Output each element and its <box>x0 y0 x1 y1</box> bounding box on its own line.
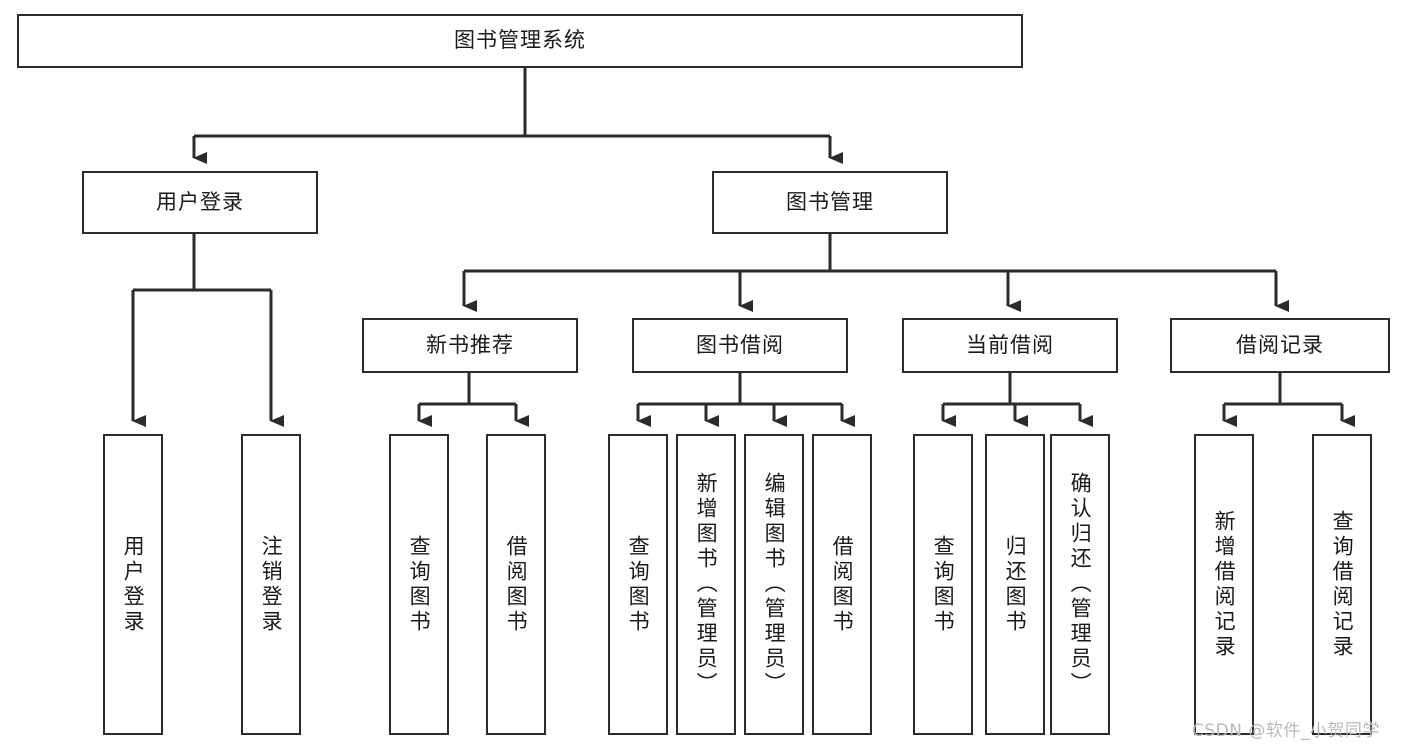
leaf-label: 查询图书 <box>407 534 432 635</box>
node-book-management[interactable]: 图书管理 <box>712 171 948 234</box>
leaf-label: 新增借阅记录 <box>1212 509 1237 660</box>
leaf-label: 新增图书（管理员） <box>694 472 719 697</box>
leaf-label: 借阅图书 <box>830 534 855 635</box>
leaf-label: 注销登录 <box>259 534 284 635</box>
node-root-system[interactable]: 图书管理系统 <box>17 14 1023 68</box>
node-current-borrow[interactable]: 当前借阅 <box>902 318 1118 373</box>
leaf-label: 查询图书 <box>931 534 956 635</box>
leaf-label: 确认归还（管理员） <box>1068 472 1093 697</box>
node-book-borrow[interactable]: 图书借阅 <box>632 318 848 373</box>
leaf-user-login[interactable]: 用户登录 <box>103 434 163 735</box>
leaf-query-book-3[interactable]: 查询图书 <box>913 434 973 735</box>
leaf-borrow-book-1[interactable]: 借阅图书 <box>486 434 546 735</box>
leaf-label: 查询借阅记录 <box>1330 509 1355 660</box>
node-new-book-recommend[interactable]: 新书推荐 <box>362 318 578 373</box>
csdn-watermark: CSDN @软件_小贺同学 <box>1192 721 1380 741</box>
leaf-label: 查询图书 <box>626 534 651 635</box>
leaf-borrow-book-2[interactable]: 借阅图书 <box>812 434 872 735</box>
leaf-user-logout[interactable]: 注销登录 <box>241 434 301 735</box>
leaf-label: 归还图书 <box>1003 534 1028 635</box>
node-user-login[interactable]: 用户登录 <box>82 171 318 234</box>
leaf-query-book-1[interactable]: 查询图书 <box>389 434 449 735</box>
leaf-query-record[interactable]: 查询借阅记录 <box>1312 434 1372 735</box>
leaf-label: 用户登录 <box>121 534 146 635</box>
leaf-add-record[interactable]: 新增借阅记录 <box>1194 434 1254 735</box>
leaf-label: 借阅图书 <box>504 534 529 635</box>
node-borrow-record[interactable]: 借阅记录 <box>1170 318 1390 373</box>
leaf-confirm-return[interactable]: 确认归还（管理员） <box>1050 434 1110 735</box>
leaf-query-book-2[interactable]: 查询图书 <box>608 434 668 735</box>
leaf-label: 编辑图书（管理员） <box>762 472 787 697</box>
leaf-add-book[interactable]: 新增图书（管理员） <box>676 434 736 735</box>
leaf-edit-book[interactable]: 编辑图书（管理员） <box>744 434 804 735</box>
leaf-return-book[interactable]: 归还图书 <box>985 434 1045 735</box>
